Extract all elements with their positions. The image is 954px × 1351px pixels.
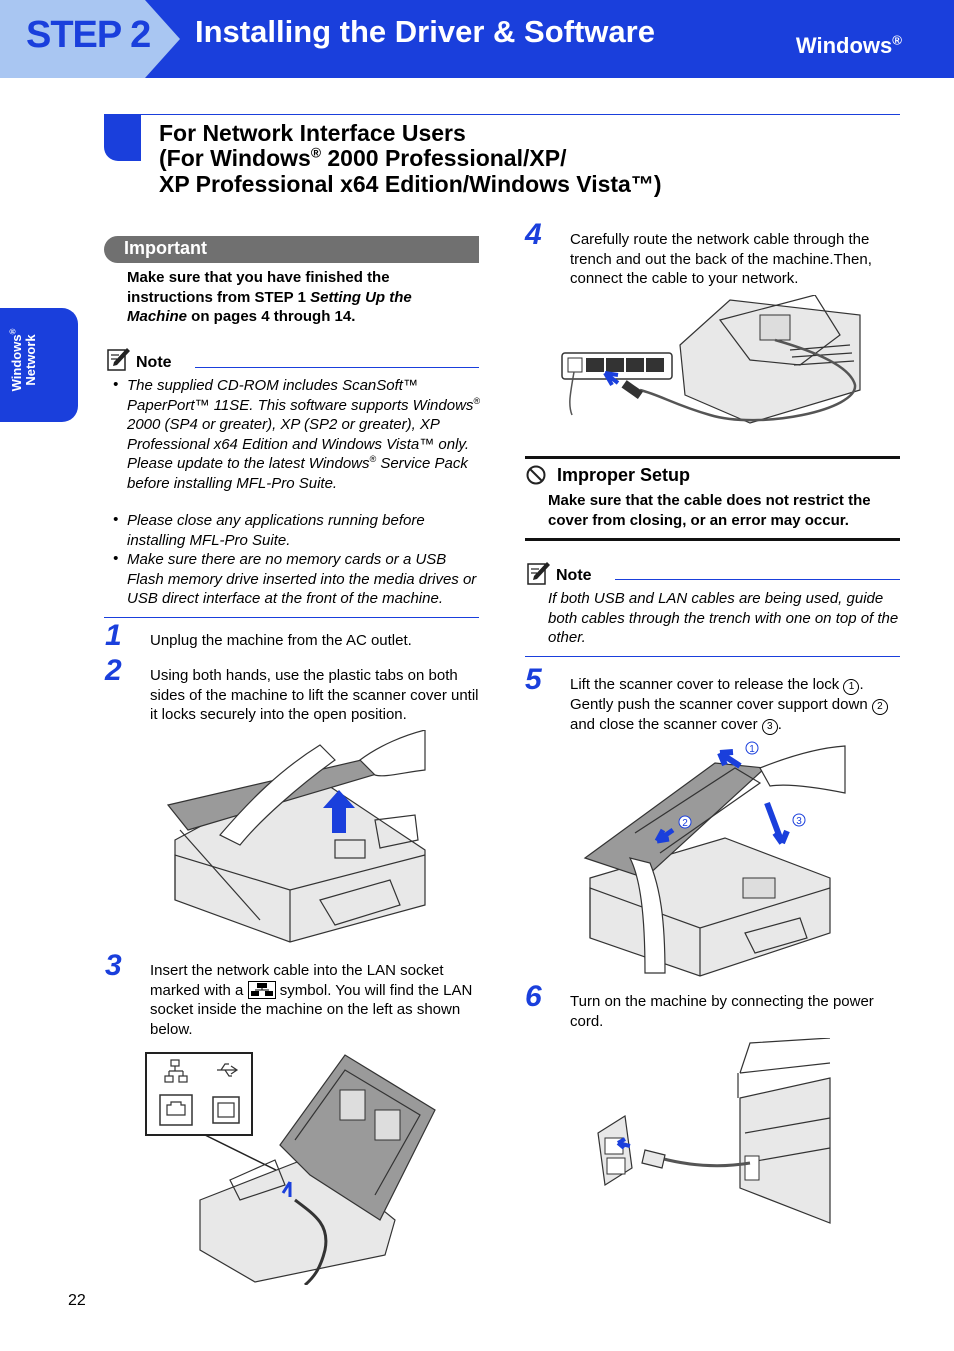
- figure-callout-3: 3: [796, 816, 802, 827]
- circled-number-2: 2: [871, 699, 888, 715]
- prohibited-icon: [526, 465, 546, 485]
- section-divider: [525, 656, 900, 657]
- note-item-3: Make sure there are no memory cards or a…: [127, 551, 477, 607]
- section-title-line1: For Network Interface Users: [159, 120, 466, 146]
- circled-number-3: 3: [761, 719, 778, 735]
- step-text-5: Lift the scanner cover to release the lo…: [570, 675, 900, 735]
- step-number-4: 4: [525, 218, 542, 251]
- step-text-4: Carefully route the network cable throug…: [570, 231, 872, 287]
- figure-callout-2: 2: [682, 818, 688, 829]
- figure-lift-scanner-cover: [166, 730, 426, 943]
- section-rule: [104, 114, 900, 115]
- bullet-mark: •: [113, 376, 119, 393]
- improper-bottom-rule: [525, 538, 900, 541]
- note2-text: If both USB and LAN cables are being use…: [548, 590, 899, 646]
- note-pencil-icon: [107, 348, 130, 371]
- figure-route-cable: [561, 295, 861, 424]
- step-label: STEP 2: [26, 14, 151, 56]
- note-rule: [195, 367, 479, 368]
- note-title: Note: [136, 354, 172, 371]
- step-number-2: 2: [105, 654, 122, 687]
- circled-number-1: 1: [843, 679, 860, 695]
- lan-symbol-icon: [247, 980, 276, 999]
- figure-close-scanner-cover: 1 2 3: [583, 741, 846, 977]
- step-number-5: 5: [525, 663, 542, 696]
- header-os-label: Windows®: [795, 32, 902, 58]
- note-title: Note: [556, 567, 592, 584]
- note-item-2: Please close any applications running be…: [127, 512, 425, 549]
- step-number-6: 6: [525, 980, 542, 1013]
- step-text-3: Insert the network cable into the LAN so…: [150, 962, 473, 1038]
- page-number: 22: [68, 1292, 86, 1309]
- step-text-6: Turn on the machine by connecting the po…: [570, 993, 874, 1030]
- step-tab: [0, 0, 180, 78]
- figure-lan-socket: [145, 1052, 436, 1285]
- note-pencil-icon: [527, 562, 550, 585]
- bullet-mark: •: [113, 511, 119, 528]
- note-rule: [615, 579, 900, 580]
- step-text-2: Using both hands, use the plastic tabs o…: [150, 667, 479, 723]
- side-tab: [0, 308, 78, 422]
- step-text-1: Unplug the machine from the AC outlet.: [150, 632, 412, 649]
- important-bar: [104, 236, 479, 263]
- step-number-3: 3: [105, 949, 122, 982]
- section-marker: [104, 114, 141, 161]
- section-divider: [104, 617, 479, 618]
- step-number-1: 1: [105, 619, 122, 652]
- improper-text: Make sure that the cable does not restri…: [548, 492, 871, 529]
- important-text: Make sure that you have finished the ins…: [127, 269, 412, 325]
- section-title-line2: (For Windows® 2000 Professional/XP/: [159, 145, 567, 171]
- note-item-1: The supplied CD-ROM includes ScanSoft™ P…: [127, 377, 481, 492]
- bullet-mark: •: [113, 550, 119, 567]
- improper-title: Improper Setup: [557, 465, 691, 485]
- figure-callout-1: 1: [749, 744, 755, 755]
- figure-power-cord: [597, 1038, 831, 1224]
- important-title: Important: [124, 238, 207, 258]
- improper-top-rule: [525, 456, 900, 459]
- section-title-line3: XP Professional x64 Edition/Windows Vist…: [159, 171, 662, 197]
- header-title: Installing the Driver & Software: [195, 14, 655, 49]
- side-tab-label: Windows®Network: [8, 328, 38, 392]
